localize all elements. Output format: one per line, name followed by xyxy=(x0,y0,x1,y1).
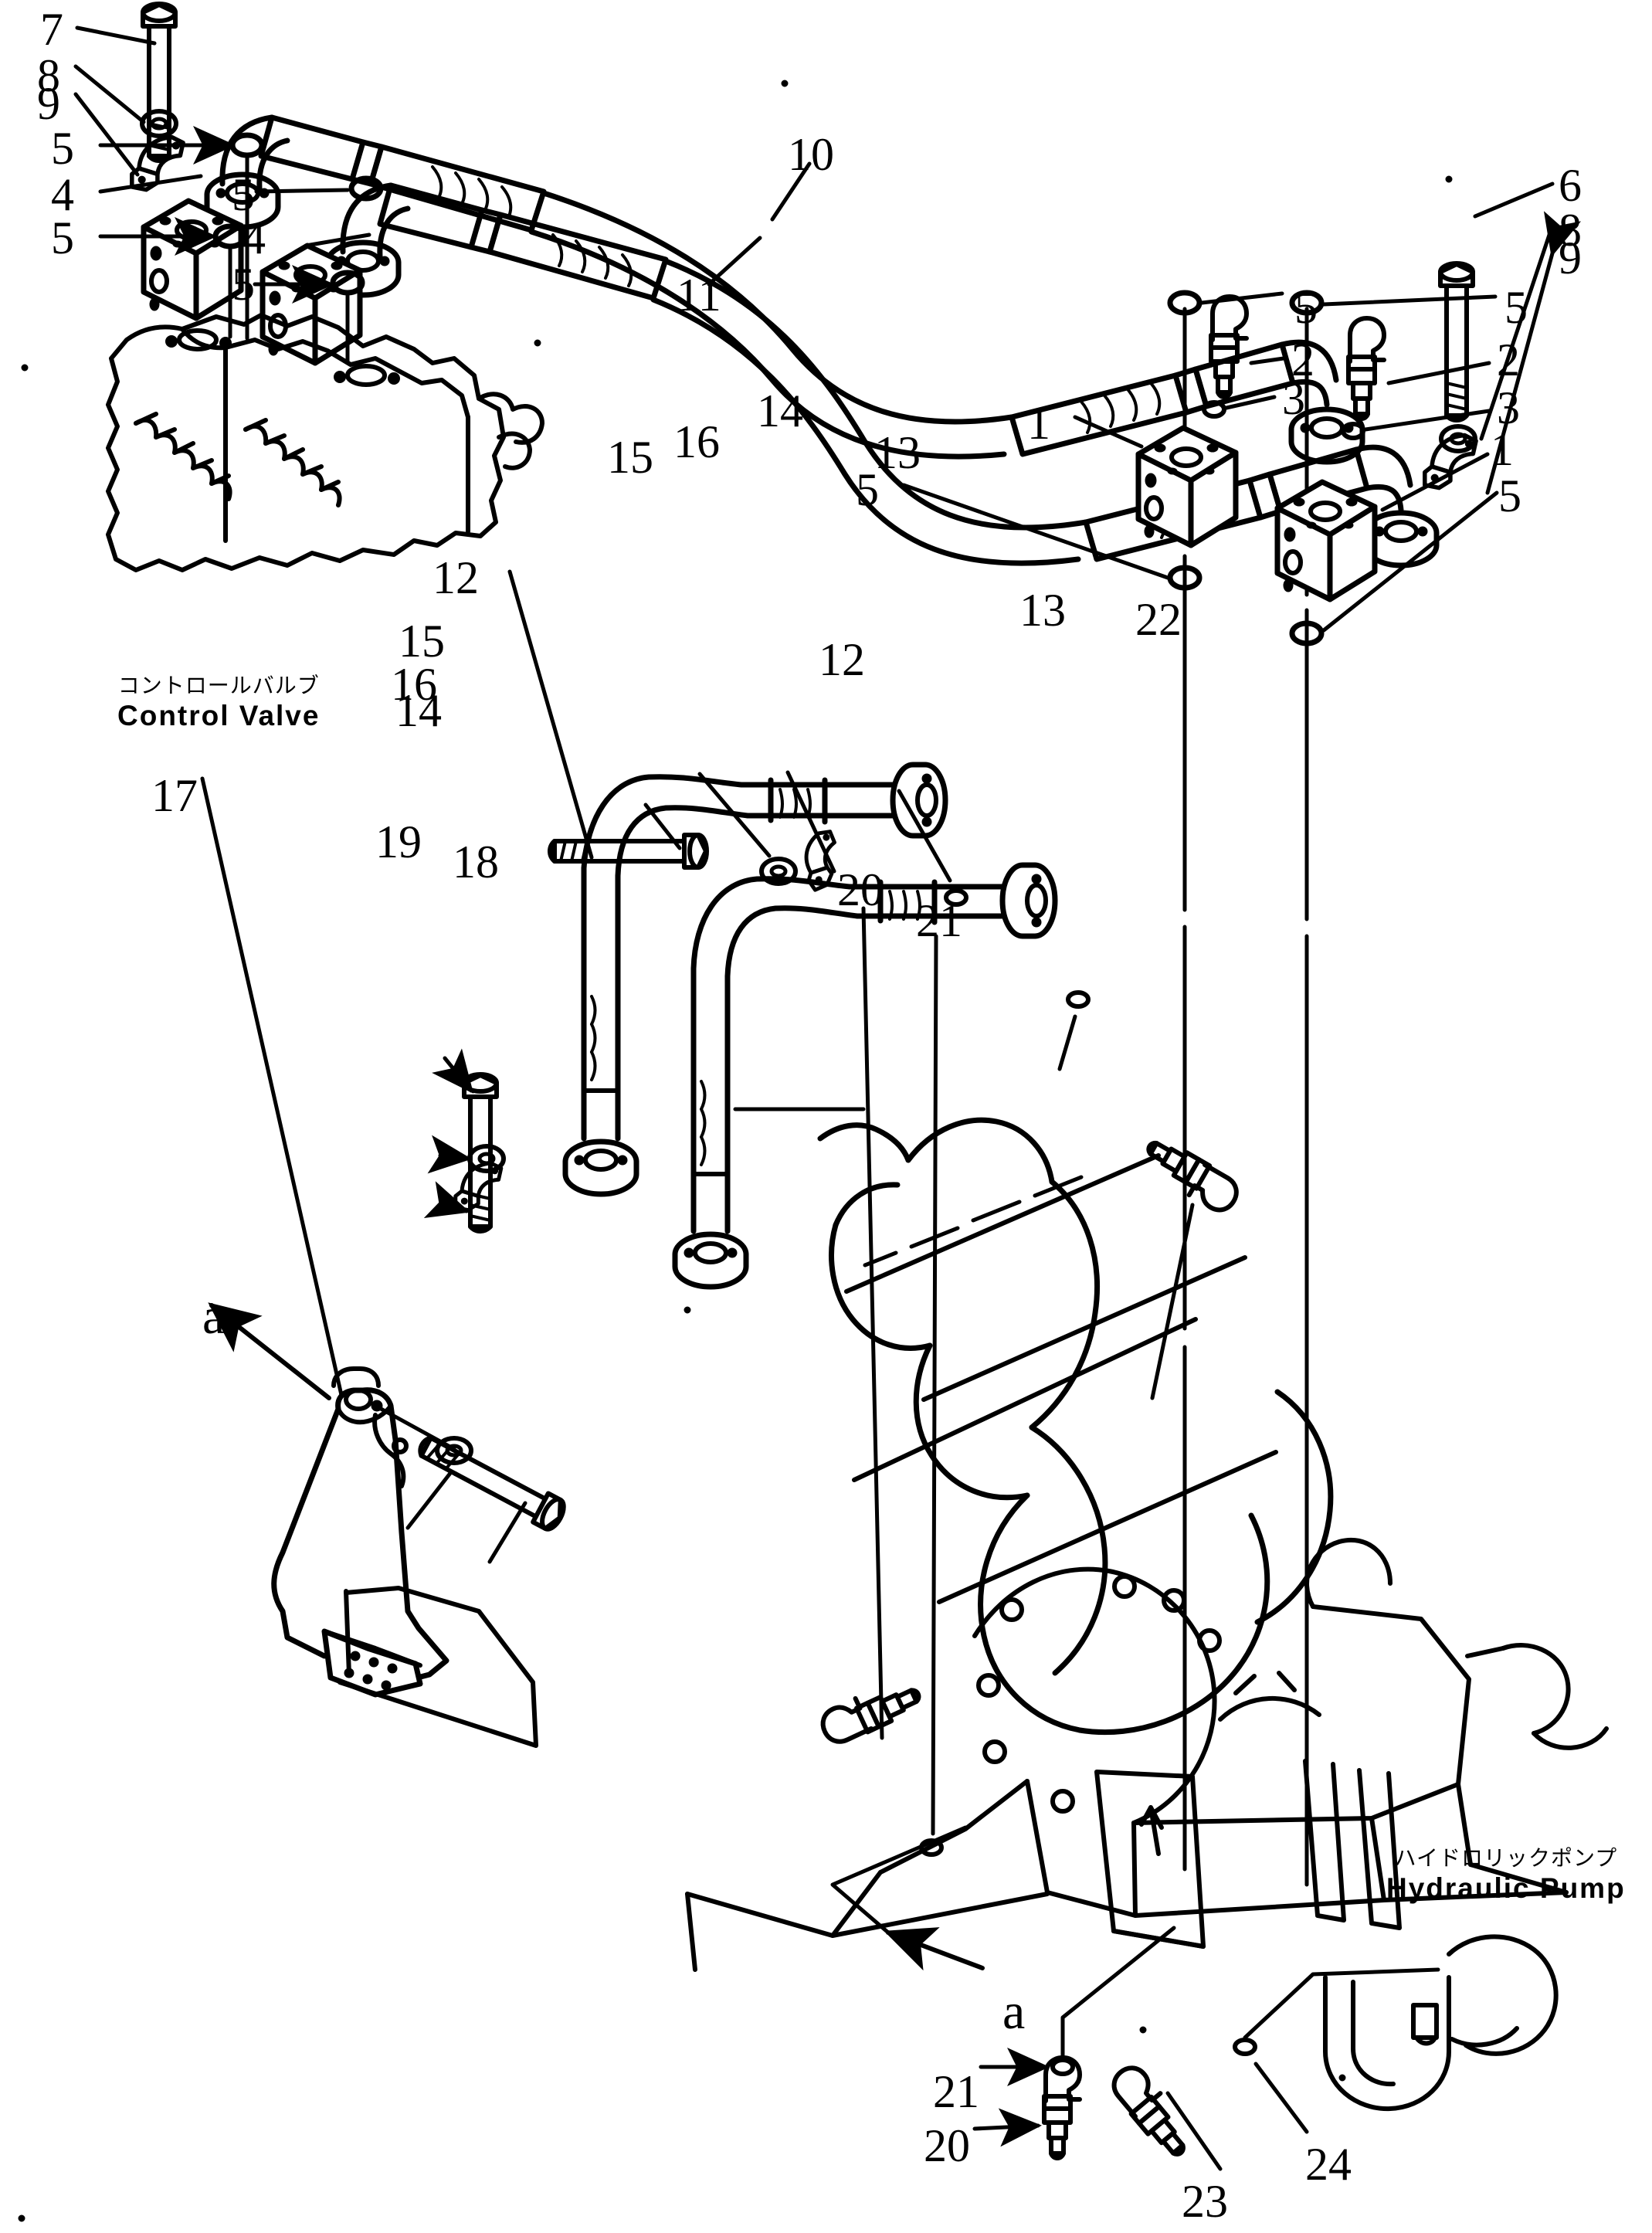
callout-5: 5 xyxy=(232,169,255,220)
plug-2-a xyxy=(1211,297,1247,397)
hydraulic-tank xyxy=(817,1117,1334,1736)
callout-15: 15 xyxy=(607,432,653,483)
callout-12: 12 xyxy=(819,634,865,685)
block-1-b xyxy=(1277,482,1375,599)
control-valve-body xyxy=(106,313,544,572)
callout-14: 14 xyxy=(395,685,442,736)
callout-10: 10 xyxy=(788,129,834,180)
callout-21: 21 xyxy=(933,2066,979,2117)
oring-5-a xyxy=(232,135,262,155)
callout-22: 22 xyxy=(1135,594,1182,645)
callout-5: 5 xyxy=(51,123,74,174)
callout-5: 5 xyxy=(1294,282,1318,333)
callout-5: 5 xyxy=(1498,470,1521,521)
control-valve-label: コントロールバルブ Control Valve xyxy=(117,673,321,733)
elbow-9-r xyxy=(1425,436,1476,488)
hydraulic-pump-housing xyxy=(685,1537,1609,1972)
hydraulic-pump-label: ハイドロリックポンプ Hydraulic Pump xyxy=(1386,1845,1626,1906)
callout-4: 4 xyxy=(51,169,74,220)
pedal-17 xyxy=(271,1366,538,1748)
callout-5: 5 xyxy=(1504,282,1528,333)
callout-7: 7 xyxy=(40,4,63,55)
callout-17: 17 xyxy=(151,770,198,821)
callout-9: 9 xyxy=(1559,232,1582,283)
plug-2-b xyxy=(1348,318,1384,419)
callout-8: 8 xyxy=(1559,205,1582,256)
block-1-a xyxy=(1138,428,1236,545)
callout-23: 23 xyxy=(1182,2176,1228,2227)
callout-11: 11 xyxy=(677,270,721,321)
bolt-18 xyxy=(415,1430,568,1532)
callout-16: 16 xyxy=(673,416,720,467)
section-mark-a-lower: a xyxy=(1002,1984,1026,2040)
oring-21-b xyxy=(1053,2060,1073,2074)
plug-23 xyxy=(1106,2062,1198,2161)
hydraulic-pump-label-en: Hydraulic Pump xyxy=(1386,1872,1626,1905)
control-valve-label-jp: コントロールバルブ xyxy=(117,673,320,698)
bolt-15-a xyxy=(550,835,707,867)
plug-22 xyxy=(1138,1135,1243,1216)
callout-18: 18 xyxy=(453,837,499,887)
callout-3: 3 xyxy=(1282,373,1305,424)
callout-2: 2 xyxy=(1497,334,1520,385)
callout-3: 3 xyxy=(1497,382,1520,433)
callout-21: 21 xyxy=(916,895,962,946)
callout-12: 12 xyxy=(433,552,479,603)
callout-19: 19 xyxy=(375,816,422,867)
control-valve-label-en: Control Valve xyxy=(117,700,321,732)
callout-4: 4 xyxy=(243,212,266,263)
callout-6: 6 xyxy=(1559,160,1582,211)
callout-20: 20 xyxy=(924,2120,970,2171)
callout-9: 9 xyxy=(37,78,60,129)
callout-5: 5 xyxy=(51,212,74,263)
callout-5: 5 xyxy=(232,259,255,310)
section-mark-a-upper: a xyxy=(202,1288,226,1345)
callout-15: 15 xyxy=(399,616,445,667)
block-4-a xyxy=(144,201,241,318)
callout-14: 14 xyxy=(757,385,803,436)
oring-3-a xyxy=(1204,402,1224,416)
callout-1: 1 xyxy=(1027,398,1050,449)
callout-13: 13 xyxy=(874,427,921,478)
pipe-12-a xyxy=(565,765,945,1194)
hydraulic-pump-label-jp: ハイドロリックポンプ xyxy=(1394,1845,1618,1871)
callout-8: 8 xyxy=(37,50,60,101)
callout-5: 5 xyxy=(856,464,879,515)
callout-2: 2 xyxy=(1291,334,1314,385)
callout-16: 16 xyxy=(391,659,437,710)
bolt-6 xyxy=(1440,263,1473,420)
oring-13-b xyxy=(1068,993,1088,1006)
callout-13: 13 xyxy=(1019,585,1066,636)
oring-24 xyxy=(1235,2040,1255,2054)
callout-1: 1 xyxy=(1491,424,1514,475)
callout-20: 20 xyxy=(837,864,884,915)
plug-20-a xyxy=(818,1674,924,1749)
callout-24: 24 xyxy=(1305,2139,1352,2190)
